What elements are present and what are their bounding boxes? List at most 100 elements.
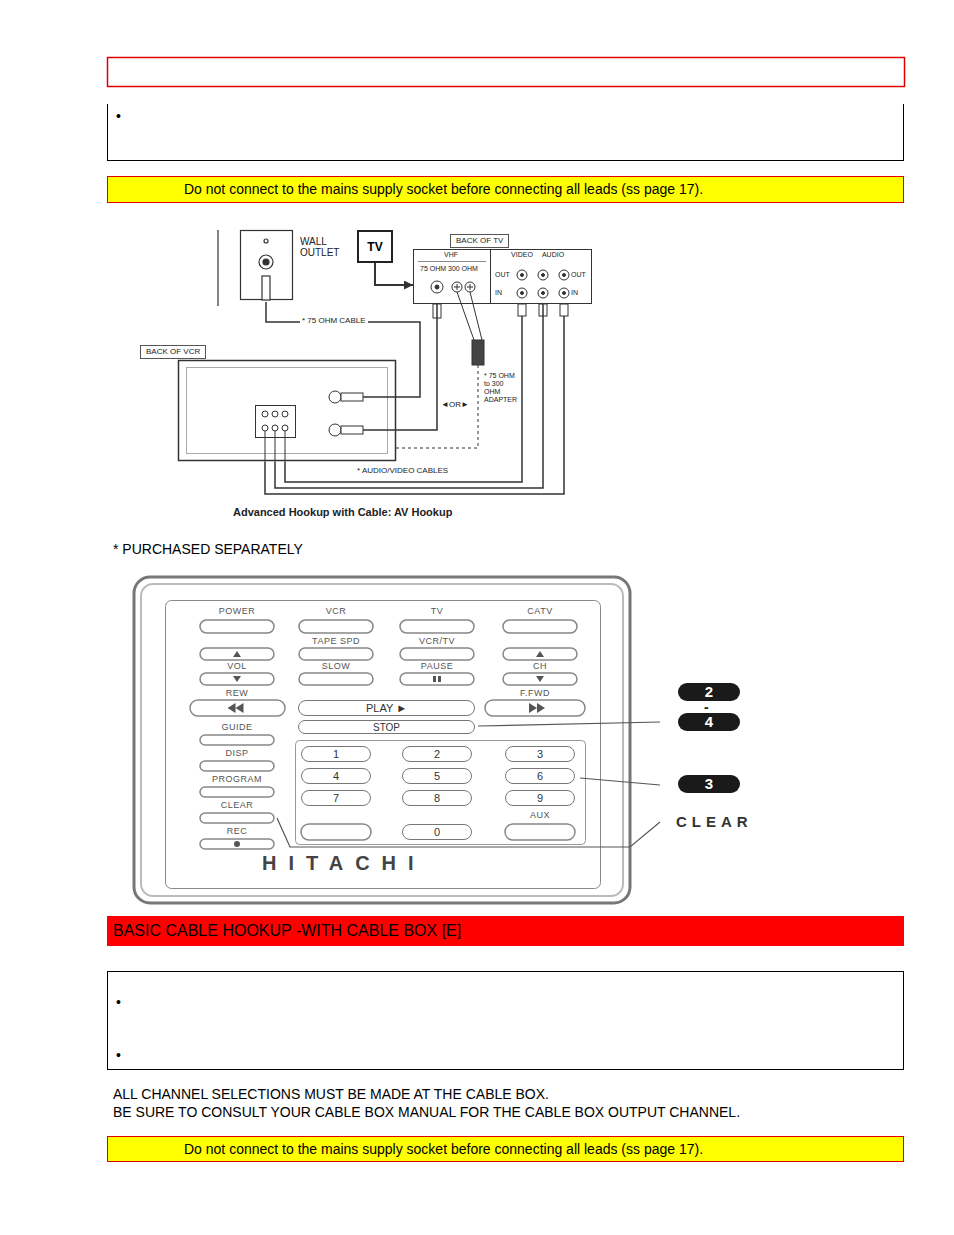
number-key: 8 — [402, 790, 472, 806]
remote-control: HITACHIPLAY ►STOP1234567890 — [132, 575, 632, 903]
wall-outlet-drawing-part — [217, 230, 218, 306]
vcr-back-panel-text: BACK OF VCR — [140, 345, 206, 359]
callout-word: CLEAR — [676, 814, 753, 830]
button-label: DISP — [225, 748, 248, 759]
jack-label: IN — [495, 289, 502, 297]
play-button-text: PLAY ► — [366, 702, 407, 714]
adapter-drawing-part — [472, 340, 484, 365]
number-key: 6 — [505, 768, 575, 784]
remote-control-text: HITACHI — [262, 852, 426, 874]
remote-body — [134, 577, 630, 903]
av-cables — [265, 304, 568, 494]
alternative-mark: ◄OR► — [441, 400, 469, 410]
vcr-back-drawing-part — [262, 411, 268, 417]
button-symbol — [228, 703, 244, 713]
remote-button — [400, 648, 474, 660]
wall-outlet-drawing-part — [241, 231, 293, 300]
remote-button — [301, 824, 371, 840]
remote-body-part — [166, 601, 601, 889]
number-key-text: 3 — [537, 748, 543, 760]
button-symbol — [529, 703, 545, 713]
button-label: SLOW — [322, 661, 351, 672]
remote-body-part — [134, 577, 630, 903]
av-cable — [275, 304, 543, 488]
tv-back-panel-text: BACK OF TV — [450, 234, 509, 248]
note-box: •• — [107, 971, 904, 1070]
tv-back-panel-drawing-part — [454, 284, 460, 290]
adapter-drawing — [396, 292, 484, 448]
callout-number: 2 — [678, 683, 740, 701]
button-label: GUIDE — [221, 722, 252, 733]
callout-dash: - — [704, 701, 709, 713]
jack-label: AUDIO — [542, 251, 564, 259]
jack-label: OUT — [571, 271, 586, 279]
leader-lines-part — [478, 722, 660, 726]
callout-number: 3 — [678, 775, 740, 793]
wall-outlet-drawing — [218, 230, 293, 306]
number-key-text: 9 — [537, 792, 543, 804]
tv-back-panel-drawing-part — [559, 288, 569, 298]
rf-cable — [396, 304, 437, 430]
av-cables-part — [265, 304, 564, 494]
number-key: 1 — [301, 746, 371, 762]
number-key-text: 2 — [434, 748, 440, 760]
tv-back-panel-drawing-part — [490, 250, 491, 303]
vcr-back-panel: BACK OF VCR — [140, 345, 396, 462]
play-button: PLAY ► — [298, 700, 475, 716]
button-label: VOL — [227, 661, 247, 672]
vcr-back-drawing-part — [282, 425, 288, 431]
vcr-back-drawing-part — [341, 393, 363, 401]
remote-button — [200, 735, 274, 745]
jack-label: IN — [571, 289, 578, 297]
terminal-label: VHF — [444, 251, 458, 259]
footnote: * PURCHASED SEPARATELY — [113, 541, 303, 557]
button-label: REC — [227, 826, 248, 837]
remote-button — [299, 673, 373, 685]
remote-button — [503, 673, 577, 685]
note-box-text: • — [116, 108, 121, 124]
tv-back-panel-drawing-part — [414, 250, 592, 304]
remote-button — [299, 648, 373, 660]
number-key-text: 7 — [333, 792, 339, 804]
button-label: TV — [431, 606, 444, 617]
number-key-text: 0 — [434, 826, 440, 838]
remote-button — [200, 787, 274, 797]
empty-frame — [108, 58, 905, 87]
remote-button — [505, 824, 575, 840]
tv-back-panel-drawing-part — [517, 288, 527, 298]
vcr-back-drawing — [179, 361, 397, 463]
vcr-back-drawing-part — [187, 368, 388, 454]
number-key-text: 5 — [434, 770, 440, 782]
number-key-text: 1 — [333, 748, 339, 760]
direction-arrow — [375, 263, 413, 285]
terminal-label: 300 OHM — [448, 265, 478, 273]
tv-back-panel-drawing-part — [418, 261, 486, 262]
tv-back-panel-drawing — [414, 250, 592, 304]
jack-label: VIDEO — [511, 251, 533, 259]
tv-back-panel-drawing-part — [521, 274, 524, 277]
vcr-back-drawing-part — [341, 426, 363, 434]
callout-number: 4 — [678, 713, 740, 731]
tv-back-panel-drawing-part — [465, 282, 475, 292]
number-key: 7 — [301, 790, 371, 806]
note-box-text: • — [116, 994, 121, 1010]
rf-cable — [266, 302, 420, 397]
remote-button — [200, 673, 274, 685]
remote-body-part — [141, 584, 623, 896]
button-label: CH — [533, 661, 547, 672]
button-label: PROGRAM — [212, 774, 262, 785]
vcr-back-drawing-part — [272, 425, 278, 431]
tv-back-panel-drawing-part — [467, 284, 473, 290]
section-heading: BASIC CABLE HOOKUP -WITH CABLE BOX [E] — [107, 916, 904, 946]
button-label: VCR/TV — [419, 636, 455, 647]
wall-outlet-drawing-part — [262, 276, 270, 300]
button-symbol — [536, 676, 544, 682]
tv-back-panel-drawing-part — [431, 281, 443, 293]
warning-bar-text: Do not connect to the mains supply socke… — [184, 181, 703, 198]
button-label: CATV — [527, 606, 552, 617]
tv-back-panel-drawing-part — [521, 292, 524, 295]
stop-button-text: STOP — [373, 722, 400, 733]
tv-icon-text: TV — [367, 240, 382, 254]
